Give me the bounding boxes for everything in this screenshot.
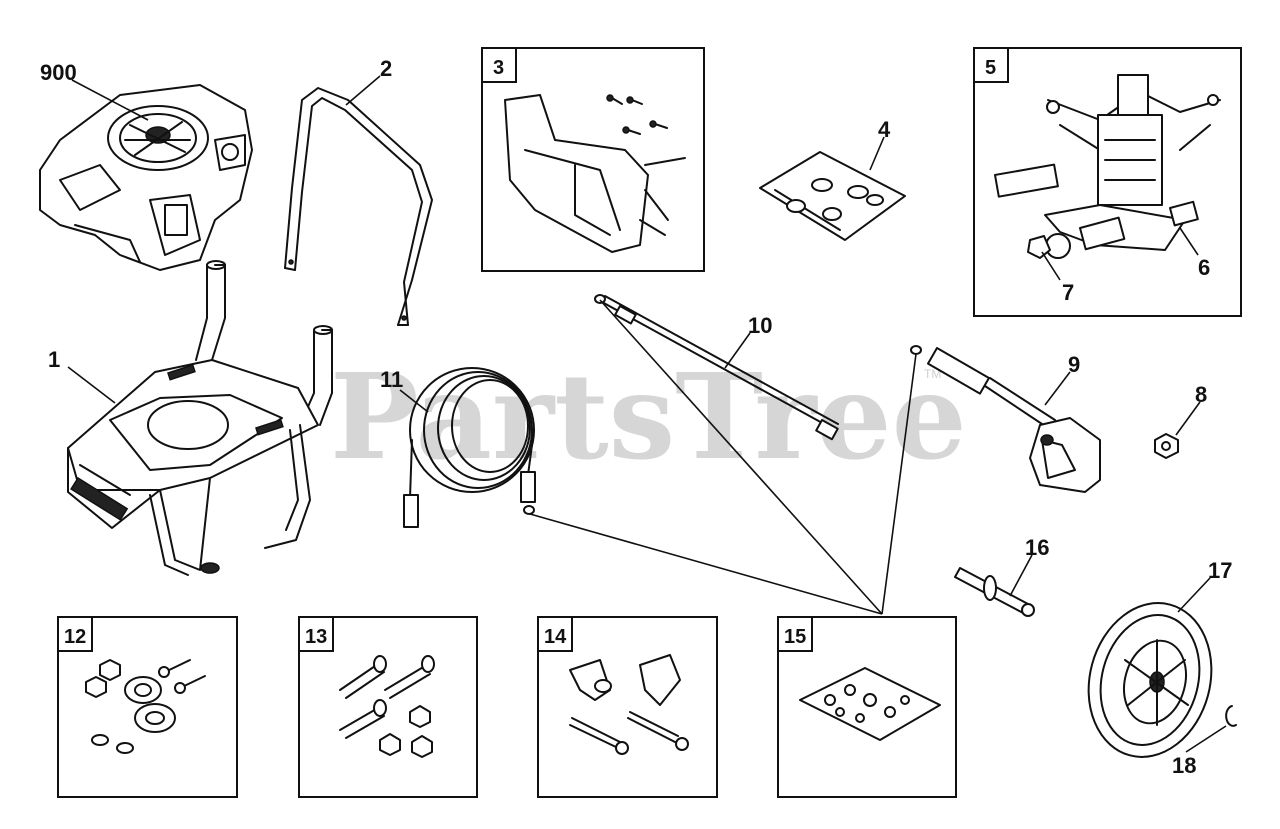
watermark: PartsTree TM	[330, 347, 967, 486]
box-label-3: 3	[493, 57, 504, 79]
callout-9: 9	[1068, 352, 1080, 377]
retaining-ring-drawing[interactable]	[1225, 705, 1237, 727]
callout-900: 900	[40, 60, 77, 85]
watermark-text: PartsTree	[330, 347, 967, 486]
callout-1: 1	[48, 347, 60, 372]
callout-16: 16	[1025, 535, 1049, 560]
callout-8: 8	[1195, 382, 1207, 407]
nozzle-pack-drawing[interactable]	[759, 151, 906, 241]
box-label-12: 12	[64, 626, 86, 648]
callout-17: 17	[1208, 558, 1232, 583]
box-label-13: 13	[305, 626, 327, 648]
box-label-14: 14	[544, 626, 567, 648]
box-labels: 3 5 12 13 14 15	[64, 57, 996, 648]
wand-drawing[interactable]	[594, 294, 839, 441]
box-label-5: 5	[985, 57, 996, 79]
callout-10: 10	[748, 313, 772, 338]
box-foot-hardware-kit[interactable]	[57, 616, 238, 798]
engine-drawing[interactable]	[39, 84, 253, 271]
lock-nut-drawing[interactable]	[1154, 433, 1179, 459]
box-o-ring-kit[interactable]	[777, 616, 957, 798]
frame-drawing[interactable]	[67, 260, 333, 576]
axle-bolt-drawing[interactable]	[954, 567, 1035, 617]
callout-11: 11	[380, 367, 403, 392]
box-knob-kit[interactable]	[537, 616, 718, 798]
spray-gun-drawing[interactable]	[910, 345, 1101, 493]
watermark-trademark: TM	[924, 367, 941, 381]
hose-drawing[interactable]	[403, 367, 536, 528]
callout-6: 6	[1198, 255, 1210, 280]
box-bracket-kit[interactable]	[481, 47, 705, 272]
box-pump-assembly[interactable]	[973, 47, 1242, 317]
callout-4: 4	[878, 117, 891, 142]
box-label-15: 15	[784, 626, 806, 648]
callout-labels: 900 1 2 4 6 7 8 9 10 11 16 17 18	[40, 56, 1232, 778]
wheel-drawing[interactable]	[1072, 589, 1228, 771]
handle-drawing[interactable]	[284, 87, 433, 326]
box-bolt-kit[interactable]	[298, 616, 478, 798]
leader-lines	[67, 75, 1227, 753]
callout-7: 7	[1062, 280, 1074, 305]
callout-18: 18	[1172, 753, 1196, 778]
callout-2: 2	[380, 56, 392, 81]
